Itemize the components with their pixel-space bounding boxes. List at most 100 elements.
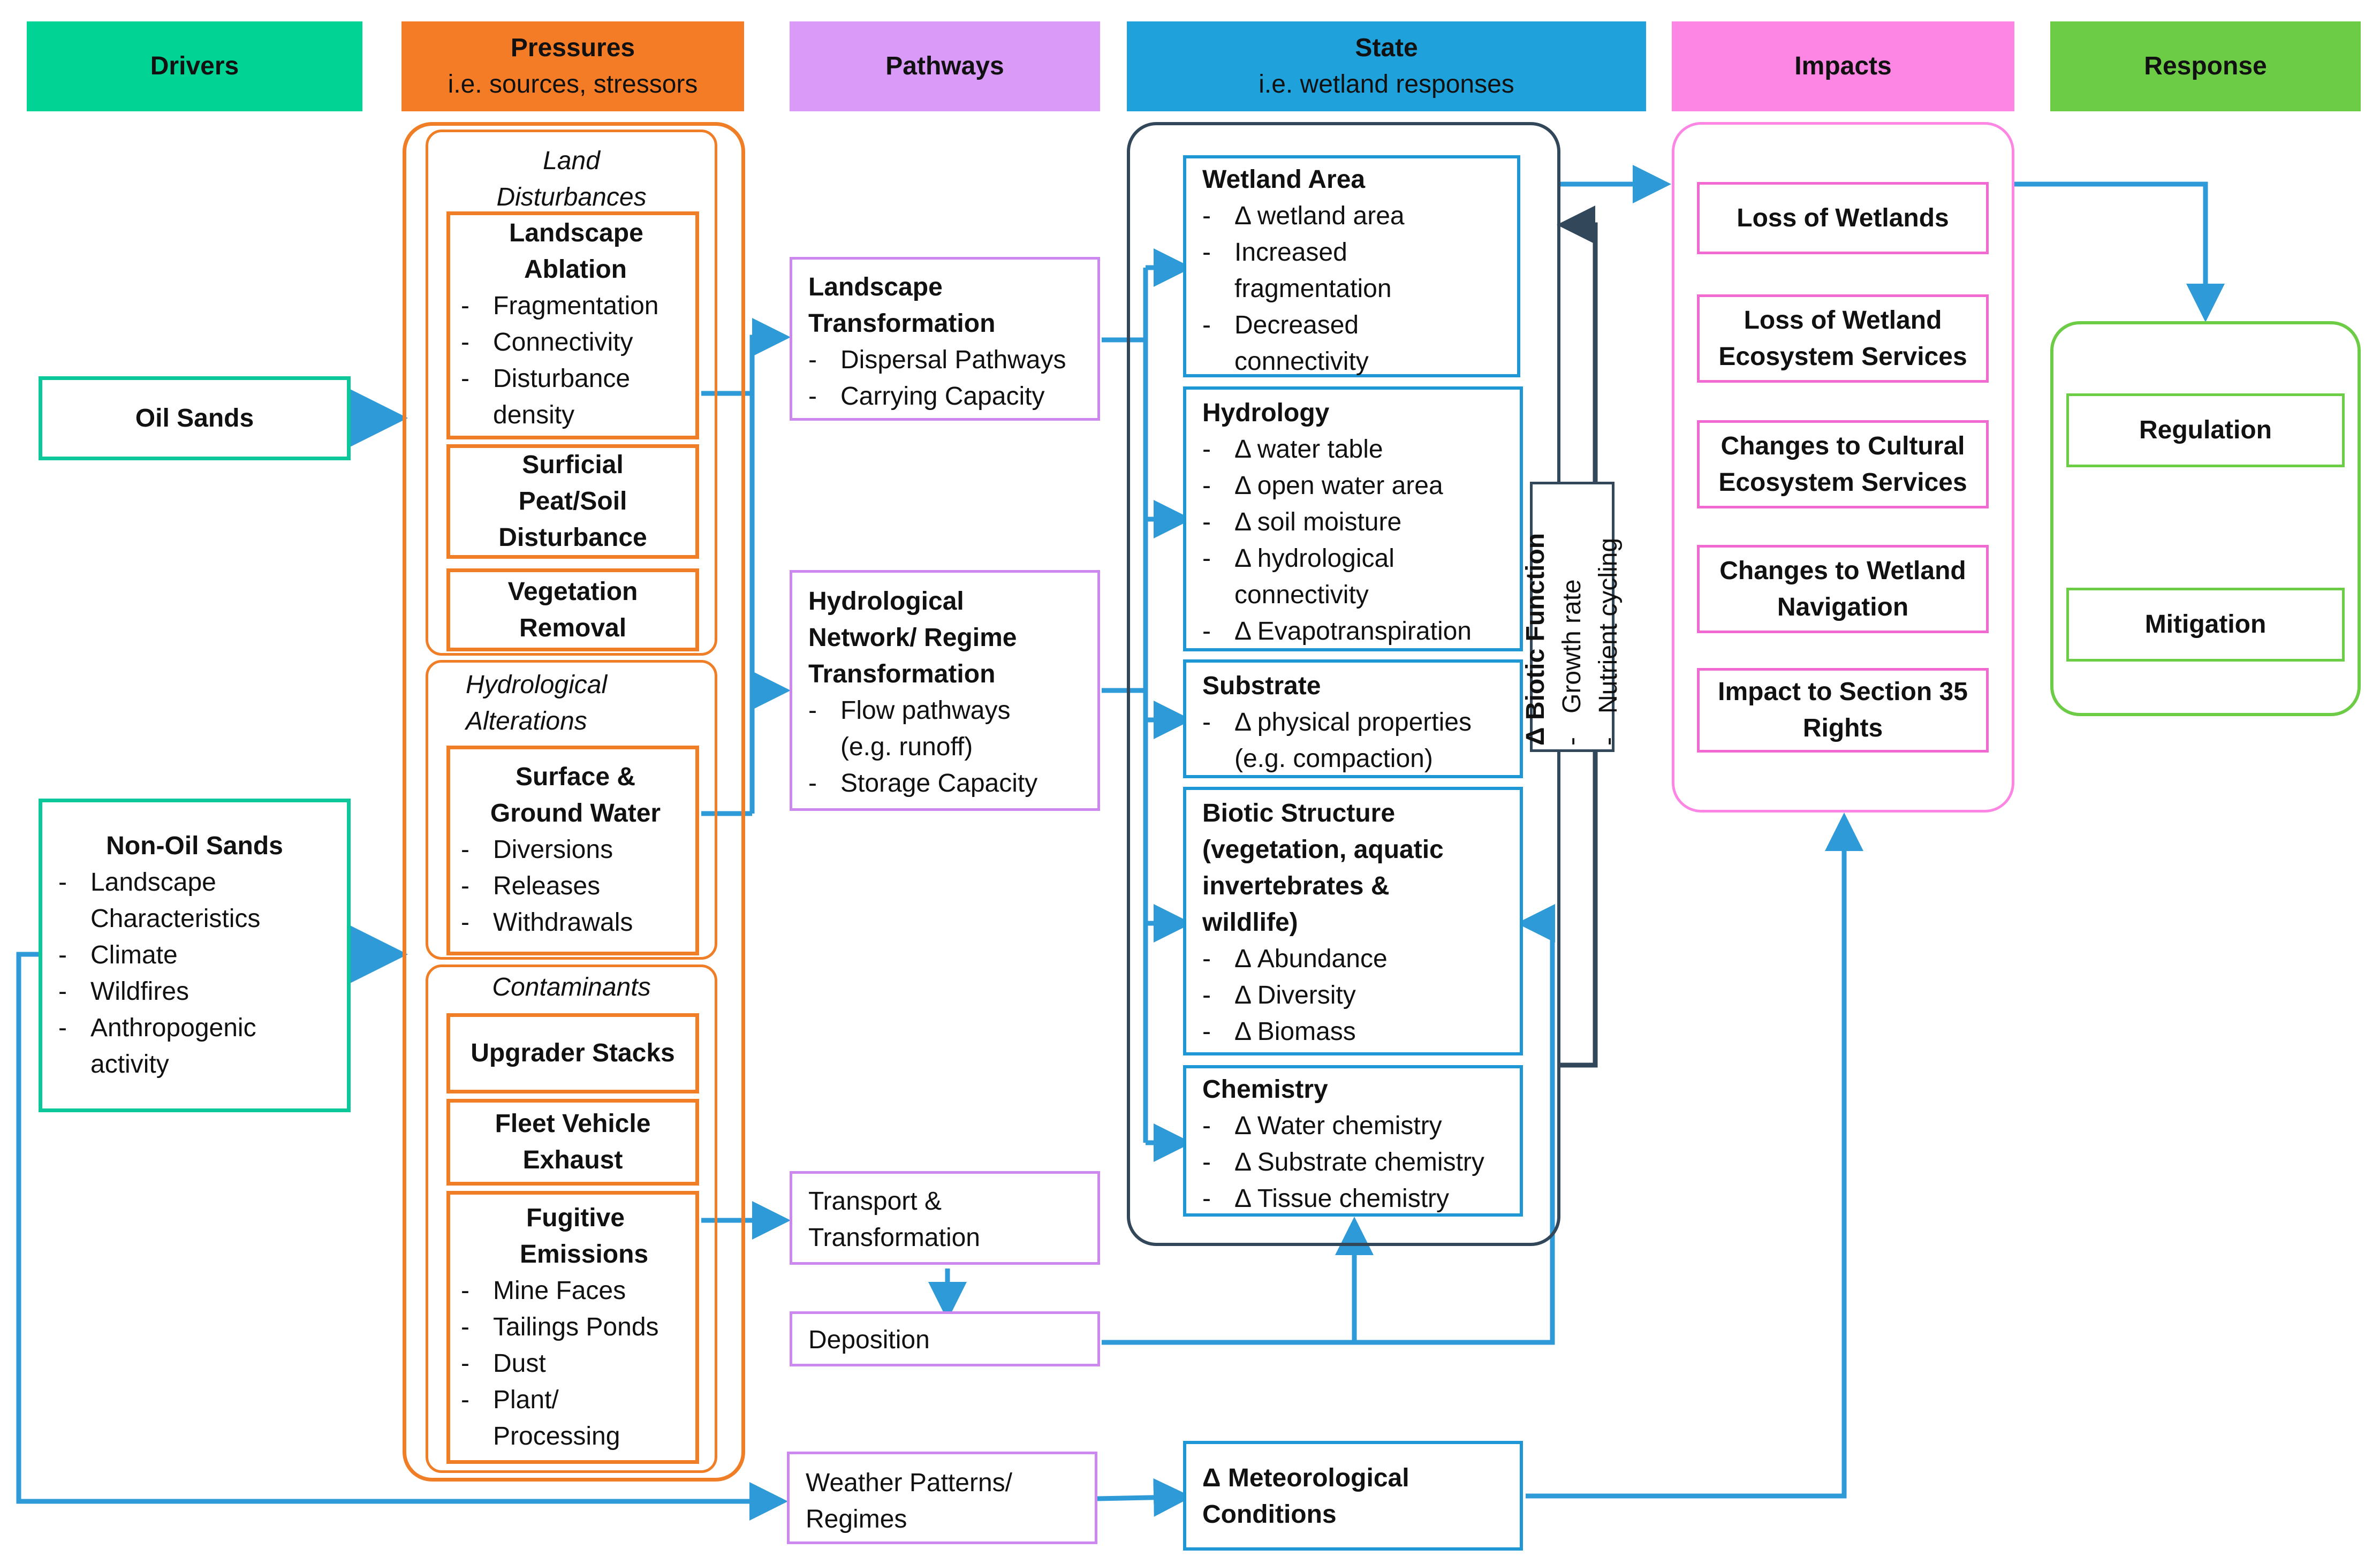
surface-ground-water-title: Surface & Ground Water (490, 763, 661, 827)
response-regulation: Regulation (2066, 393, 2345, 467)
header-drivers-label: Drivers (150, 52, 239, 80)
list-item: Flow pathways (e.g. runoff) (808, 693, 1017, 765)
header-response: Response (2050, 21, 2361, 111)
chemistry-list: Δ Water chemistry Δ Substrate chemistry … (1202, 1108, 1514, 1217)
fugitive-emissions-box: Fugitive Emissions Mine Faces Tailings P… (446, 1191, 699, 1464)
header-impacts: Impacts (1672, 21, 2014, 111)
state-biotic-function: Δ Biotic Function Growth rate Nutrient c… (1521, 482, 1623, 752)
surficial-disturbance-label: Surficial Peat/Soil Disturbance (498, 451, 647, 552)
list-item: Landscape Characteristics (58, 864, 321, 937)
list-item: Growth rate (1554, 489, 1590, 746)
response-mitigation: Mitigation (2066, 588, 2345, 662)
header-state-subtitle: i.e. wetland responses (1259, 70, 1514, 98)
biotic-structure-list: Δ Abundance Δ Diversity Δ Biomass (1202, 941, 1514, 1050)
impact-loss-of-ecosystem-services: Loss of Wetland Ecosystem Services (1697, 294, 1989, 383)
list-item: Δ Substrate chemistry (1202, 1144, 1514, 1181)
list-item: Climate (58, 937, 331, 974)
arrow-deposition-to-chemistry (1102, 1217, 1374, 1345)
impact-label: Loss of Wetlands (1737, 203, 1949, 232)
pathway-deposition: Deposition (790, 1311, 1100, 1366)
biotic-structure-title: Biotic Structure (vegetation, aquatic in… (1202, 799, 1444, 937)
surficial-disturbance-box: Surficial Peat/Soil Disturbance (446, 444, 699, 559)
header-pressures-subtitle: i.e. sources, stressors (448, 70, 698, 98)
list-item: Fragmentation (461, 288, 690, 324)
list-item: Δ water table (1202, 431, 1514, 468)
mitigation-label: Mitigation (2144, 610, 2267, 639)
list-item: Δ wetland area (1202, 198, 1512, 234)
land-disturbances-title: Land Disturbances (496, 147, 647, 211)
list-item: Dust (461, 1346, 690, 1382)
arrow-non-oil-to-weather (16, 952, 788, 1521)
fugitive-emissions-title: Fugitive Emissions (520, 1204, 649, 1269)
substrate-title: Substrate (1202, 672, 1321, 700)
header-state-title: State (1355, 34, 1418, 62)
arrow-impacts-to-response (2014, 181, 2225, 322)
state-wetland-area: Wetland Area Δ wetland area Increased fr… (1183, 155, 1520, 377)
landscape-transformation-list: Dispersal Pathways Carrying Capacity (808, 342, 1092, 415)
impact-loss-of-wetlands: Loss of Wetlands (1697, 182, 1989, 254)
hydrology-list: Δ water table Δ open water area Δ soil m… (1202, 431, 1514, 650)
driver-oil-sands: Oil Sands (39, 376, 351, 460)
impact-label: Changes to Cultural Ecosystem Services (1718, 431, 1967, 497)
arrow-meteorological-to-impacts (1526, 812, 1863, 1499)
meteorological-conditions-label: Δ Meteorological Conditions (1202, 1464, 1409, 1529)
list-item: Δ Water chemistry (1202, 1108, 1514, 1144)
list-item: Withdrawals (461, 905, 690, 941)
header-impacts-label: Impacts (1794, 52, 1892, 80)
list-item: Disturbance density (461, 361, 654, 434)
landscape-ablation-title: Landscape Ablation (509, 219, 643, 284)
land-disturbances-group: Land Disturbances (426, 130, 717, 656)
deposition-label: Deposition (808, 1326, 930, 1354)
list-item: Δ open water area (1202, 468, 1514, 504)
list-item: Storage Capacity (808, 765, 1092, 802)
weather-patterns-label: Weather Patterns/ Regimes (806, 1469, 1012, 1533)
contaminants-group: Contaminants (426, 964, 717, 1473)
fleet-vehicle-exhaust-label: Fleet Vehicle Exhaust (495, 1110, 651, 1174)
regulation-label: Regulation (2139, 416, 2272, 444)
vegetation-removal-label: Vegetation Removal (507, 577, 638, 642)
list-item: Tailings Ponds (461, 1309, 690, 1346)
pathway-weather-patterns: Weather Patterns/ Regimes (787, 1452, 1097, 1544)
state-hydrology: Hydrology Δ water table Δ open water are… (1183, 386, 1523, 651)
pathway-transport-transformation: Transport & Transformation (790, 1171, 1100, 1265)
hydrological-transformation-title: Hydrological Network/ Regime Transformat… (808, 587, 1017, 688)
header-pressures: Pressures i.e. sources, stressors (401, 21, 744, 111)
list-item: Anthropogenic activity (58, 1010, 321, 1083)
list-item: Δ Diversity (1202, 977, 1514, 1014)
biotic-function-list: Growth rate Nutrient cycling (1554, 489, 1627, 746)
header-pathways: Pathways (790, 21, 1100, 111)
driver-non-oil-sands: Non-Oil Sands Landscape Characteristics … (39, 799, 351, 1112)
list-item: Carrying Capacity (808, 378, 1092, 415)
pathway-landscape-transformation: Landscape Transformation Dispersal Pathw… (790, 257, 1100, 421)
state-biotic-structure: Biotic Structure (vegetation, aquatic in… (1183, 787, 1523, 1055)
contaminants-title: Contaminants (492, 973, 651, 1001)
wetland-area-list: Δ wetland area Increased fragmentation D… (1202, 198, 1512, 380)
list-item: Δ physical properties (e.g. compaction) (1202, 704, 1513, 777)
state-chemistry: Chemistry Δ Water chemistry Δ Substrate … (1183, 1065, 1523, 1217)
landscape-transformation-title: Landscape Transformation (808, 273, 996, 338)
hydrological-transformation-list: Flow pathways (e.g. runoff) Storage Capa… (808, 693, 1092, 802)
list-item: Diversions (461, 832, 690, 868)
list-item: Increased fragmentation (1202, 234, 1416, 307)
list-item: Decreased connectivity (1202, 307, 1416, 380)
upgrader-stacks-box: Upgrader Stacks (446, 1013, 699, 1093)
header-pressures-title: Pressures (510, 34, 635, 62)
biotic-function-rotated: Δ Biotic Function Growth rate Nutrient c… (1518, 489, 1627, 746)
list-item: Δ hydrological connectivity (1202, 541, 1427, 613)
hydrological-alterations-title: Hydrological Alterations (466, 671, 608, 735)
list-item: Mine Faces (461, 1273, 690, 1309)
header-drivers: Drivers (27, 21, 362, 111)
list-item: Releases (461, 868, 690, 905)
driver-non-oil-sands-list: Landscape Characteristics Climate Wildfi… (58, 864, 331, 1083)
list-item: Connectivity (461, 324, 690, 361)
impact-label: Loss of Wetland Ecosystem Services (1718, 306, 1967, 371)
impact-label: Impact to Section 35 Rights (1718, 678, 1968, 742)
list-item: Dispersal Pathways (808, 342, 1092, 378)
header-response-label: Response (2144, 52, 2267, 80)
header-state: State i.e. wetland responses (1127, 21, 1646, 111)
list-item: Nutrient cycling (1590, 489, 1627, 746)
impact-wetland-navigation: Changes to Wetland Navigation (1697, 545, 1989, 633)
pressures-group (403, 122, 745, 1482)
list-item: Δ soil moisture (1202, 504, 1514, 541)
landscape-ablation-list: Fragmentation Connectivity Disturbance d… (461, 288, 690, 434)
